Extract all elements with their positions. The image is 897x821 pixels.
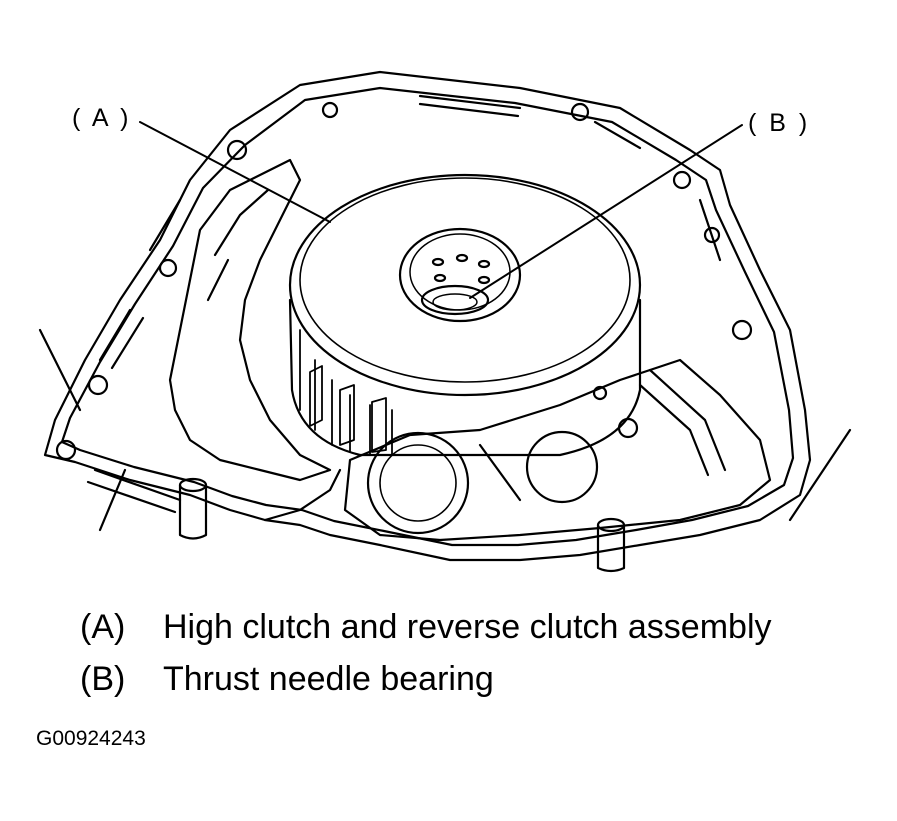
leader-line-b [470, 125, 742, 298]
clutch-assembly [290, 175, 640, 455]
case-inner-outline [62, 88, 793, 545]
leader-line-a [140, 122, 330, 222]
legend-key: (B) [80, 660, 126, 698]
hub-lugs [433, 255, 489, 283]
valve-channel [650, 370, 725, 470]
case-outline [45, 72, 810, 560]
clutch-splines [300, 330, 392, 455]
valve-channel-2 [640, 385, 708, 475]
flange-holes [57, 103, 751, 459]
left-housing-ridge-2 [208, 260, 228, 300]
figure-id: G00924243 [36, 727, 146, 750]
legend-text: High clutch and reverse clutch assembly [163, 608, 772, 646]
callout-label-b: ( B ) [748, 109, 811, 137]
valve-bore-large [368, 433, 468, 533]
left-housing [170, 160, 330, 480]
valve-bore-small [527, 432, 597, 502]
edge-line-right [790, 430, 850, 520]
locating-pins [180, 479, 624, 571]
legend-entry-b: (B) Thrust needle bearing [80, 662, 494, 696]
legend-text: Thrust needle bearing [163, 660, 494, 698]
valve-plate [345, 360, 770, 540]
legend-entry-a: (A) High clutch and reverse clutch assemb… [80, 610, 772, 644]
edge-line-lower-left [100, 470, 125, 530]
valve-rib [480, 445, 520, 500]
thrust-needle-bearing [422, 286, 488, 314]
left-housing-ridge [215, 190, 268, 255]
legend-key: (A) [80, 608, 126, 646]
lower-bracket [265, 470, 340, 520]
transmission-illustration [0, 0, 897, 600]
edge-line-left [40, 330, 80, 410]
callout-label-a: ( A ) [72, 104, 132, 132]
flange-slots [88, 96, 720, 512]
